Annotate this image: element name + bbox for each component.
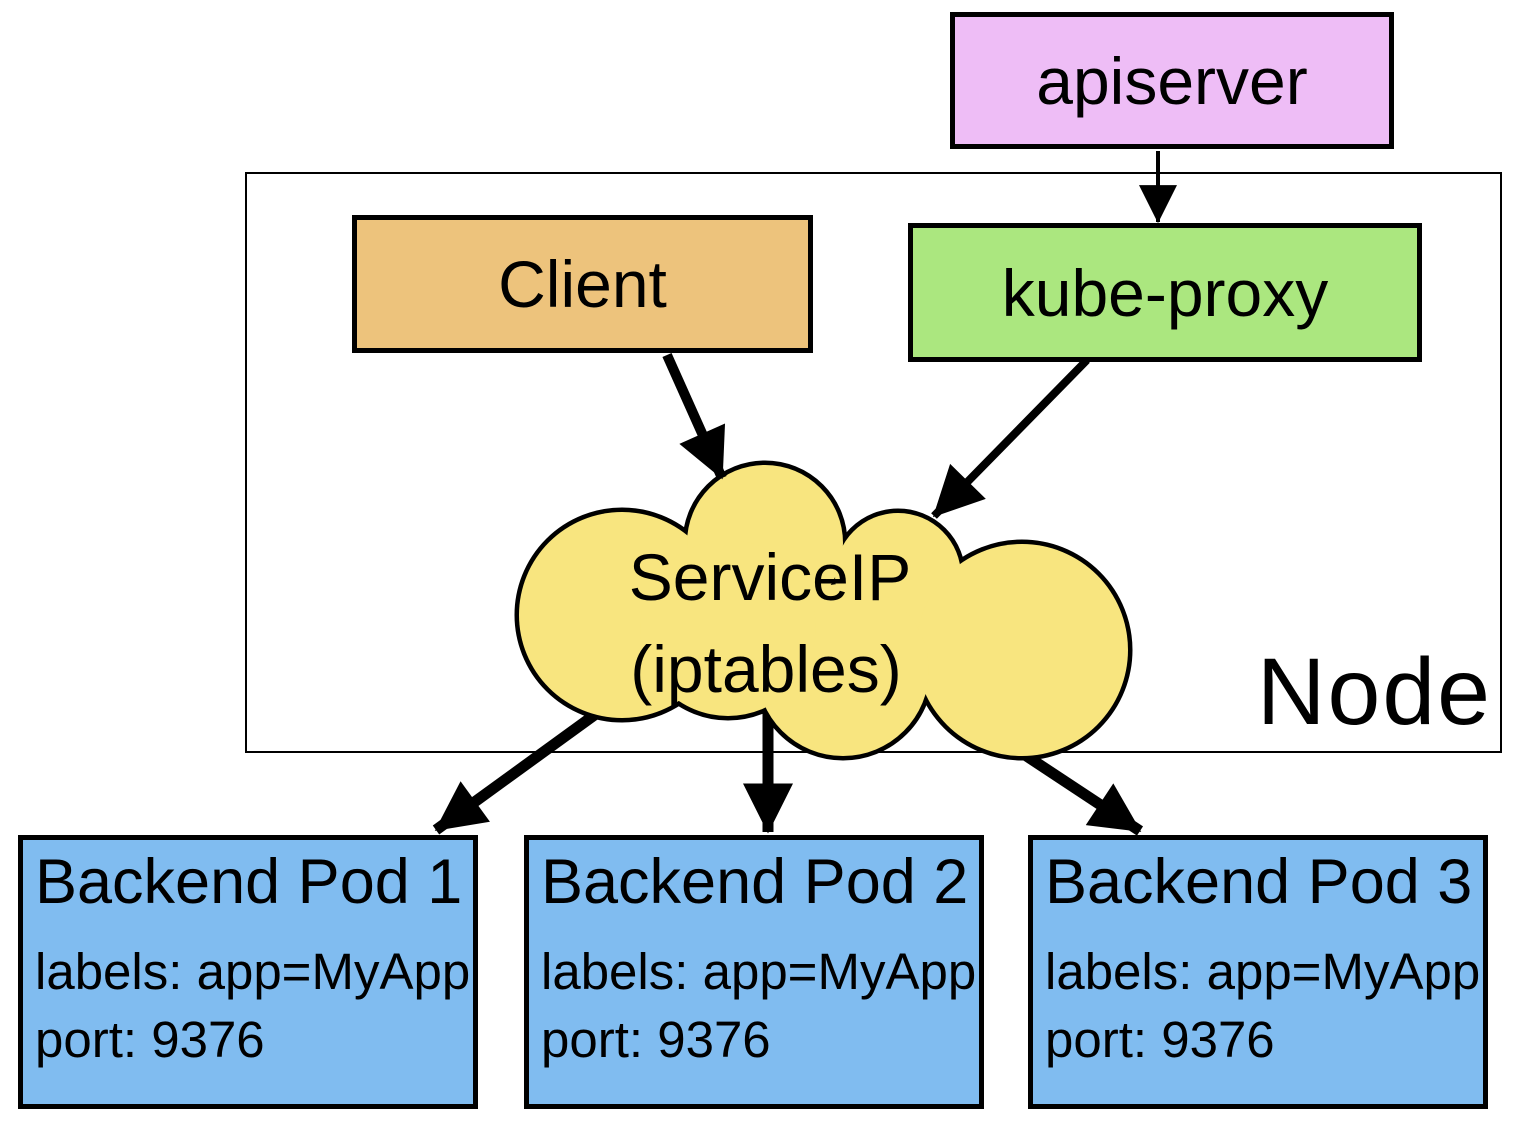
pod-2-labels: labels: app=MyApp <box>541 943 977 1001</box>
client-box: Client <box>352 215 813 353</box>
cloud-label-line1: ServiceIP <box>629 540 911 614</box>
backend-pod-3-box: Backend Pod 3 labels: app=MyApp port: 93… <box>1028 835 1488 1109</box>
arrow-kube-proxy-to-cloud <box>931 357 1090 519</box>
kube-proxy-box: kube-proxy <box>908 223 1422 362</box>
pod-2-port: port: 9376 <box>541 1010 771 1068</box>
apiserver-box: apiserver <box>950 12 1394 149</box>
apiserver-label: apiserver <box>1036 43 1308 118</box>
pod-1-labels: labels: app=MyApp <box>35 943 471 1001</box>
cloud-label-line2: (iptables) <box>630 632 901 706</box>
pod-2-title: Backend Pod 2 <box>541 847 969 917</box>
node-label: Node <box>1256 639 1492 745</box>
pod-3-port: port: 9376 <box>1045 1010 1275 1068</box>
pod-1-port: port: 9376 <box>35 1010 265 1068</box>
arrow-client-to-cloud <box>662 352 727 481</box>
kube-proxy-label: kube-proxy <box>1001 255 1329 330</box>
backend-pod-1-box: Backend Pod 1 labels: app=MyApp port: 93… <box>18 835 478 1109</box>
backend-pod-2-box: Backend Pod 2 labels: app=MyApp port: 93… <box>524 835 984 1109</box>
pod-3-labels: labels: app=MyApp <box>1045 943 1481 1001</box>
client-label: Client <box>498 247 667 321</box>
pod-1-title: Backend Pod 1 <box>35 847 463 917</box>
pod-3-title: Backend Pod 3 <box>1045 847 1473 917</box>
service-ip-cloud <box>519 465 1128 756</box>
